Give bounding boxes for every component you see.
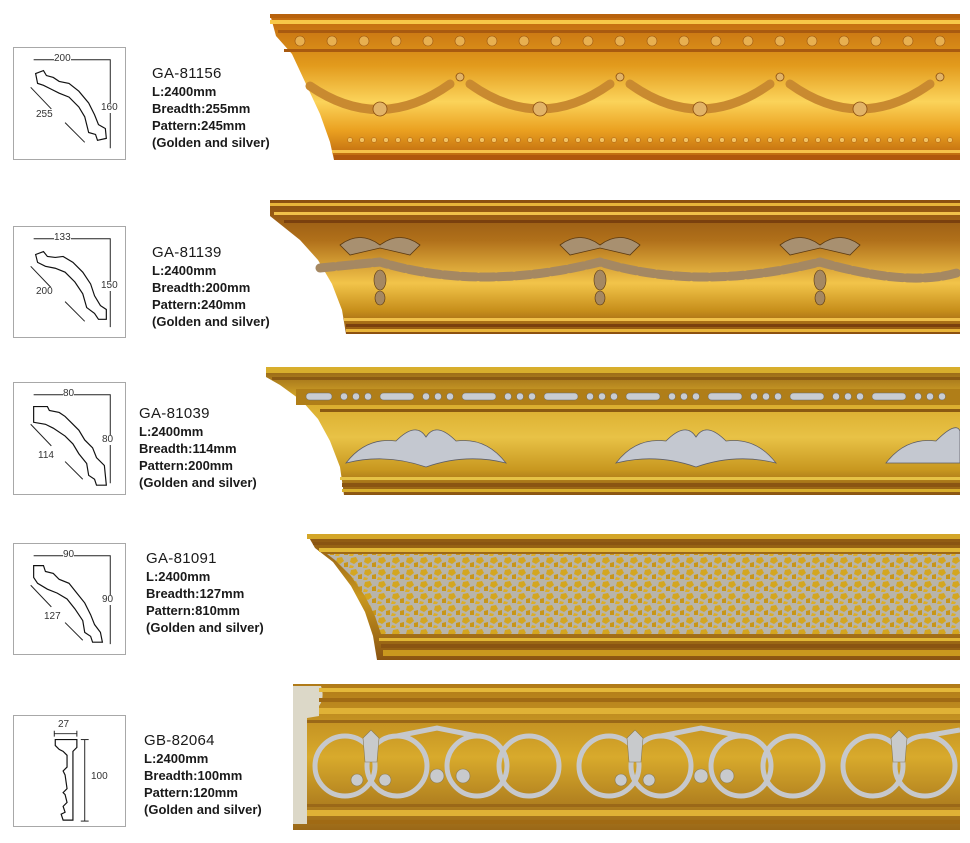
- crown-profile-icon: [30, 394, 111, 486]
- dim-side: 100: [91, 771, 108, 782]
- product-finish: (Golden and silver): [152, 314, 270, 329]
- profile-diagram: 27 100: [13, 715, 126, 827]
- product-length: L:2400mm: [146, 569, 211, 584]
- profile-diagram: 80 80 114: [13, 382, 126, 495]
- dim-side: 150: [101, 280, 118, 291]
- product-finish: (Golden and silver): [152, 135, 270, 150]
- profile-diagram: 90 90 127: [13, 543, 126, 655]
- moulding-image: [270, 200, 960, 334]
- product-pattern: Pattern:200mm: [139, 458, 233, 473]
- product-code: GA-81091: [146, 550, 217, 567]
- profile-diagram: 133 150 200: [13, 226, 126, 338]
- product-breadth: Breadth:255mm: [152, 101, 251, 116]
- dim-top: 80: [63, 388, 75, 399]
- dim-diagonal: 200: [36, 286, 53, 297]
- product-pattern: Pattern:240mm: [152, 297, 246, 312]
- product-code: GA-81139: [152, 244, 222, 261]
- dim-side: 90: [102, 594, 114, 605]
- product-finish: (Golden and silver): [146, 620, 264, 635]
- product-breadth: Breadth:100mm: [144, 768, 243, 783]
- dim-side: 160: [101, 102, 118, 113]
- dim-side: 80: [102, 434, 114, 445]
- product-specs: GB-82064 L:2400mm Breadth:100mm Pattern:…: [144, 731, 262, 818]
- product-code: GA-81156: [152, 65, 222, 82]
- product-breadth: Breadth:114mm: [139, 441, 237, 456]
- product-finish: (Golden and silver): [139, 475, 257, 490]
- dim-top: 90: [63, 549, 75, 560]
- dim-top: 27: [58, 719, 70, 730]
- product-specs: GA-81091 L:2400mm Breadth:127mm Pattern:…: [146, 549, 264, 636]
- moulding-image: [307, 532, 960, 660]
- product-length: L:2400mm: [144, 751, 209, 766]
- dim-top: 200: [54, 53, 71, 64]
- dim-top: 133: [54, 232, 71, 243]
- dim-diagonal: 114: [38, 450, 54, 461]
- moulding-image: [293, 684, 960, 830]
- product-breadth: Breadth:200mm: [152, 280, 251, 295]
- product-specs: GA-81156 L:2400mm Breadth:255mm Pattern:…: [152, 64, 270, 151]
- skirting-profile-icon: [53, 730, 89, 822]
- product-code: GA-81039: [139, 405, 210, 422]
- profile-diagram: 200 160 255: [13, 47, 126, 160]
- product-breadth: Breadth:127mm: [146, 586, 245, 601]
- product-finish: (Golden and silver): [144, 802, 262, 817]
- product-specs: GA-81139 L:2400mm Breadth:200mm Pattern:…: [152, 243, 270, 330]
- product-code: GB-82064: [144, 732, 215, 749]
- dim-diagonal: 255: [36, 109, 53, 120]
- product-length: L:2400mm: [139, 424, 204, 439]
- crown-profile-icon: [30, 555, 111, 645]
- product-specs: GA-81039 L:2400mm Breadth:114mm Pattern:…: [139, 404, 257, 491]
- product-pattern: Pattern:245mm: [152, 118, 246, 133]
- dim-diagonal: 127: [44, 611, 61, 622]
- product-pattern: Pattern:810mm: [146, 603, 240, 618]
- product-pattern: Pattern:120mm: [144, 785, 238, 800]
- moulding-image: [270, 14, 960, 160]
- product-length: L:2400mm: [152, 263, 217, 278]
- product-length: L:2400mm: [152, 84, 217, 99]
- moulding-image: [266, 367, 960, 495]
